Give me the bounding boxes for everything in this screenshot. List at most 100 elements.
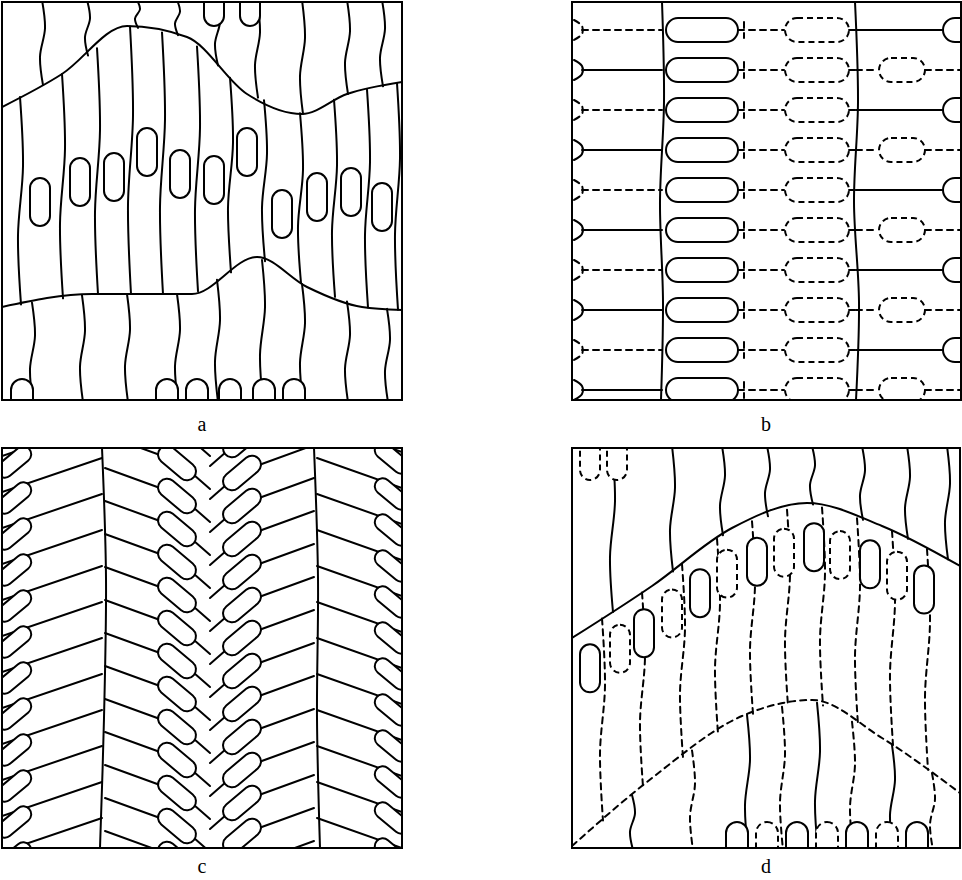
stoma-cell [785, 98, 849, 122]
cell-wall [259, 544, 314, 564]
stoma-cell [219, 617, 264, 659]
stoma-cell [785, 58, 849, 82]
cell-wall [738, 269, 784, 271]
stoma-cell [154, 574, 199, 616]
stoma-cell [204, 156, 224, 204]
stoma-cell [666, 138, 738, 162]
cell-wall [925, 149, 961, 151]
cell-wall [259, 610, 314, 630]
cell-wall [780, 707, 785, 848]
stoma-cell [219, 650, 264, 692]
cell-wall [582, 189, 662, 191]
panel-label: c [198, 854, 207, 878]
cell-wall [105, 448, 160, 455]
stoma-cell [2, 659, 34, 697]
stoma-cell [219, 551, 264, 593]
cell-wall [743, 342, 745, 358]
stoma-cell [170, 150, 190, 198]
stoma-cell [154, 772, 199, 814]
stoma-cell [219, 452, 264, 494]
cell-wall [582, 269, 662, 271]
cell-wall [105, 501, 160, 521]
stoma-cell [186, 379, 208, 400]
stoma-cell [879, 378, 925, 400]
stoma-cell [156, 379, 178, 400]
stoma-cell [372, 511, 402, 549]
panel-frame [572, 448, 960, 848]
cell-wall [210, 551, 226, 565]
cell-wall [743, 302, 745, 318]
cell-wall [743, 222, 745, 238]
stoma-cell [666, 98, 738, 122]
cell-wall [743, 102, 745, 118]
cell-wall [574, 260, 583, 280]
cell-wall [194, 475, 210, 489]
cell-wall [105, 468, 160, 488]
cell-wall [856, 189, 944, 191]
stoma-cell [372, 448, 402, 477]
cell-wall [385, 309, 390, 400]
stoma-cell [237, 128, 257, 176]
stoma-cell [2, 479, 34, 517]
stoma-cell [666, 58, 738, 82]
cell-wall [228, 78, 233, 273]
stoma-cell [816, 822, 838, 848]
cell-wall [210, 782, 226, 796]
cell-wall [210, 716, 226, 730]
stoma-cell [717, 550, 737, 598]
cell-wall [738, 349, 784, 351]
tissue-boundary [2, 26, 402, 114]
cell-wall [856, 229, 878, 231]
cell-wall [194, 508, 210, 522]
stoma-cell [154, 448, 199, 484]
tissue-boundary [100, 448, 106, 848]
stoma-cell [372, 691, 402, 729]
panel-frame [2, 2, 402, 400]
cell-wall [80, 295, 85, 400]
cell-wall [582, 149, 662, 151]
cell-wall [856, 29, 944, 31]
cell-wall [574, 100, 583, 120]
cell-wall [194, 448, 210, 456]
stoma-cell [943, 98, 961, 122]
tissue-boundary [2, 257, 402, 310]
stoma-cell [580, 448, 600, 480]
stoma-cell [219, 379, 241, 400]
stoma-cell [11, 379, 33, 400]
cell-wall [925, 309, 961, 311]
cell-wall [210, 518, 226, 532]
cell-wall [105, 765, 160, 785]
stoma-cell [2, 551, 34, 589]
stoma-cell [887, 552, 907, 600]
stoma-cell [219, 485, 264, 527]
cell-wall [128, 27, 133, 294]
stoma-cell [747, 538, 767, 586]
stoma-cell [785, 298, 849, 322]
cell-wall [194, 574, 210, 588]
stoma-cell [785, 378, 849, 400]
cell-wall [259, 643, 314, 663]
cell-wall [670, 448, 675, 572]
stoma-cell [785, 218, 849, 242]
stoma-cell [30, 178, 50, 226]
stoma-cell [2, 731, 34, 769]
stoma-cell [774, 529, 794, 577]
cell-wall [194, 772, 210, 786]
tissue-boundary [314, 448, 320, 848]
stoma-cell [2, 623, 34, 661]
cell-wall [60, 74, 65, 298]
cell-wall [690, 750, 695, 848]
stoma-cell [219, 782, 264, 824]
stoma-cell [204, 2, 224, 26]
stoma-cell [879, 218, 925, 242]
cell-wall [380, 2, 385, 86]
cell-wall [743, 22, 745, 38]
cell-wall [925, 229, 961, 231]
cell-wall [905, 448, 910, 539]
stoma-cell [219, 518, 264, 560]
cell-wall [105, 732, 160, 752]
cell-wall [194, 706, 210, 720]
stoma-cell [154, 607, 199, 649]
panel-content [572, 448, 960, 848]
panel-frame [572, 2, 961, 400]
